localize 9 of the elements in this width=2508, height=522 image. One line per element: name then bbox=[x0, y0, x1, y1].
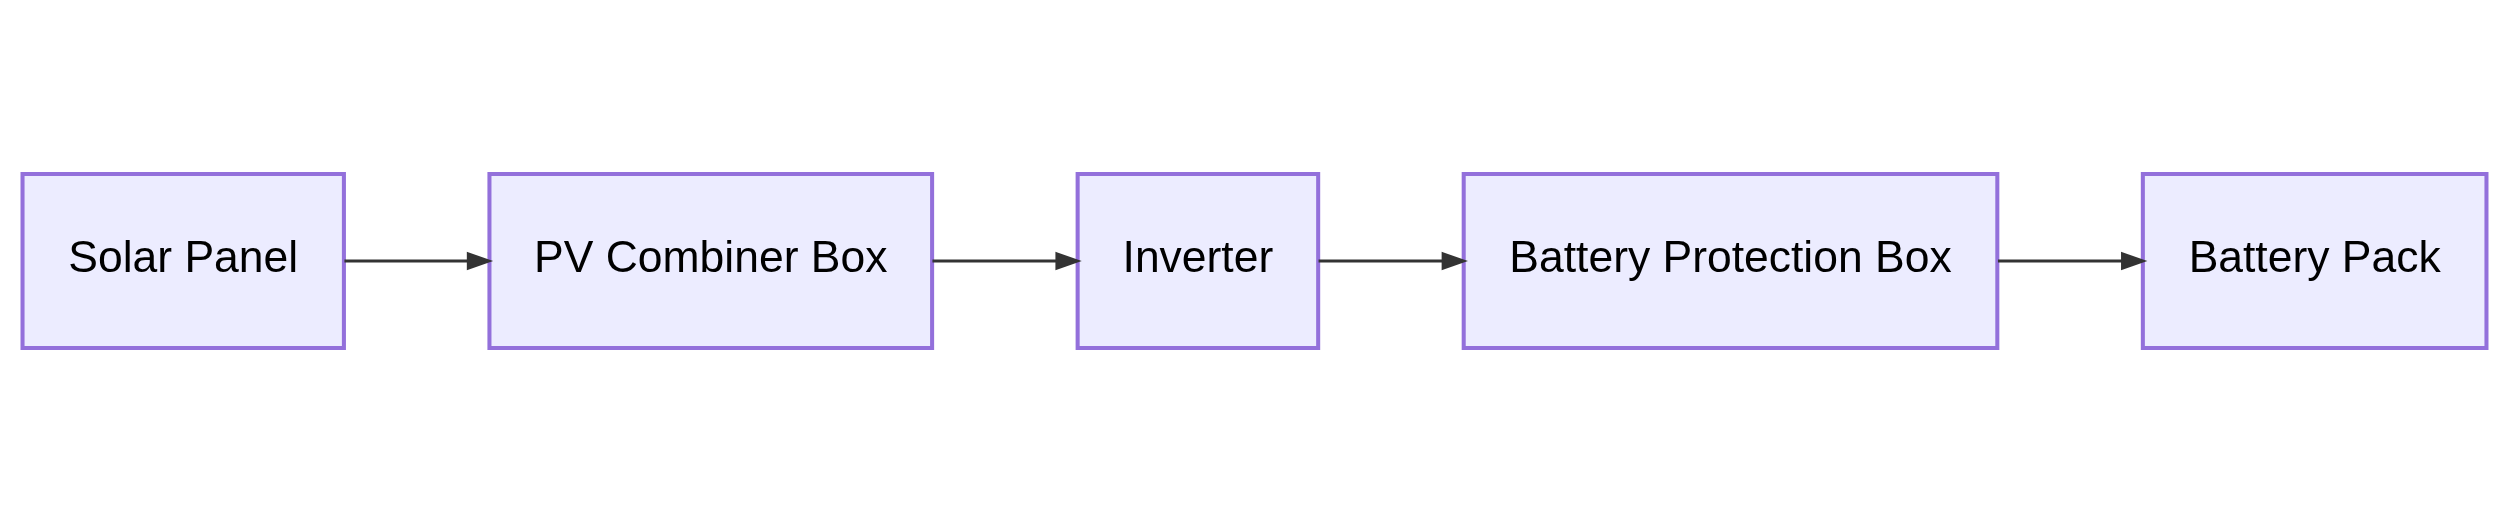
arrow bbox=[931, 251, 1082, 271]
node-box: PV Combiner Box bbox=[486, 172, 934, 350]
arrow bbox=[1318, 251, 1468, 271]
arrow bbox=[343, 251, 493, 271]
arrow bbox=[1997, 251, 2147, 271]
node-box: Battery Protection Box bbox=[1461, 172, 1999, 350]
node-box: Battery Pack bbox=[2140, 172, 2488, 350]
node-box: Solar Panel bbox=[20, 172, 346, 350]
node-box: Inverter bbox=[1075, 172, 1320, 350]
